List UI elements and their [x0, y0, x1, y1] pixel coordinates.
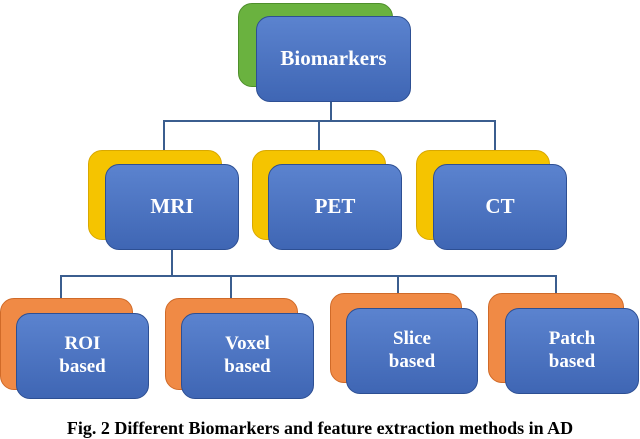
connector-patch-up — [555, 275, 557, 295]
connector-mri-up — [163, 120, 165, 150]
connector-ct-up — [494, 120, 496, 150]
modality-label-mri: MRI — [150, 194, 194, 219]
method-label-roi: ROI based — [59, 333, 106, 377]
root-node: Biomarkers — [256, 16, 411, 102]
method-node-slice: Slice based — [346, 308, 478, 394]
connector-voxel-up — [230, 275, 232, 303]
modality-node-ct: CT — [433, 164, 567, 250]
root-node-label: Biomarkers — [280, 46, 387, 71]
connector-root-down — [330, 101, 332, 121]
modality-label-pet: PET — [314, 194, 356, 219]
connector-modality-bar — [163, 120, 496, 122]
modality-node-mri: MRI — [105, 164, 239, 250]
modality-node-pet: PET — [268, 164, 402, 250]
connector-pet-up — [318, 120, 320, 150]
method-node-voxel: Voxel based — [181, 313, 314, 399]
method-node-patch: Patch based — [505, 308, 639, 394]
connector-mri-down — [171, 248, 173, 276]
connector-slice-up — [397, 275, 399, 293]
modality-label-ct: CT — [485, 194, 515, 219]
method-label-slice: Slice based — [388, 328, 436, 372]
connector-roi-up — [60, 275, 62, 303]
connector-method-bar — [60, 275, 557, 277]
method-node-roi: ROI based — [16, 313, 149, 399]
method-label-voxel: Voxel based — [224, 333, 271, 377]
method-label-patch: Patch based — [548, 328, 596, 372]
figure-caption: Fig. 2 Different Biomarkers and feature … — [66, 418, 574, 438]
